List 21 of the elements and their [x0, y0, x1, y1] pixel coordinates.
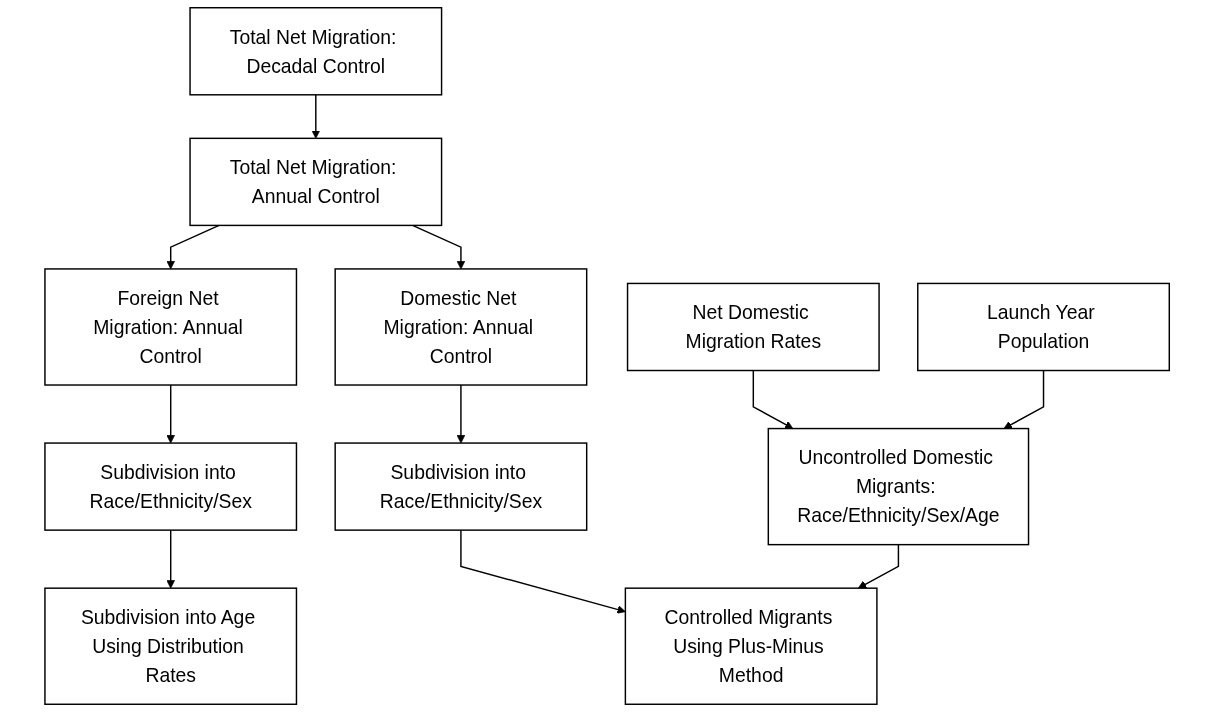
- arrow: [456, 384, 466, 444]
- arrow: [311, 94, 320, 139]
- node-box: Net Domestic Migration Rates: [626, 282, 880, 372]
- node-box: Controlled Migrants Using Plus-Minus Method: [624, 587, 878, 705]
- arrow: [166, 384, 175, 444]
- node-box: Total Net Migration: Annual Control: [189, 137, 443, 227]
- node-box: Total Net Migration: Decadal Control: [189, 7, 443, 96]
- arrow: [166, 224, 220, 270]
- node-box: Subdivision into Age Using Distribution Rates: [44, 587, 298, 705]
- arrow: [1003, 369, 1045, 429]
- node-box: Subdivision into Race/Ethnicity/Sex: [334, 442, 588, 531]
- node-box: Subdivision into Race/Ethnicity/Sex: [44, 442, 298, 531]
- node-box: Launch Year Population: [916, 282, 1170, 372]
- arrow: [411, 224, 466, 270]
- arrow: [752, 369, 794, 429]
- node-box: Domestic Net Migration: Annual Control: [334, 268, 588, 386]
- node-box: Foreign Net Migration: Annual Control: [44, 268, 298, 386]
- node-box: Uncontrolled Domestic Migrants: Race/Ethnicity/Sex/Age: [767, 427, 1030, 546]
- arrow: [166, 529, 175, 589]
- arrow: [460, 529, 626, 614]
- arrow: [857, 543, 900, 589]
